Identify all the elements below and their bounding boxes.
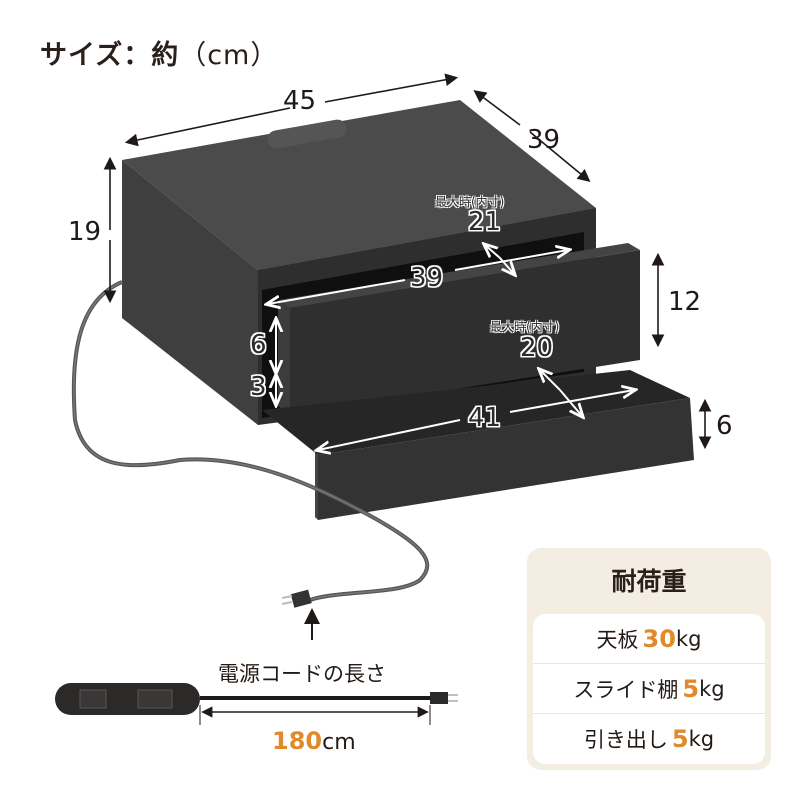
- dim-drawer-inner-height: 6: [250, 330, 267, 360]
- load-value: 5: [671, 725, 689, 753]
- page-title: サイズ：約（cm）: [40, 33, 278, 72]
- dim-drawer-front-height: 12: [668, 287, 702, 317]
- load-capacity-list: 天板 30 kg スライド棚 5 kg 引き出し 5 kg: [533, 614, 765, 764]
- load-unit: kg: [688, 727, 715, 751]
- dim-lower-inner-width: 41: [468, 403, 502, 433]
- load-capacity-card: 耐荷重 天板 30 kg スライド棚 5 kg 引き出し 5 kg: [527, 548, 771, 770]
- load-value: 5: [682, 674, 700, 703]
- load-value: 30: [642, 624, 676, 653]
- dim-lower-inner-depth: 20: [520, 333, 554, 363]
- dim-upper-inner-depth: 21: [468, 207, 502, 237]
- dim-upper-inner-width: 39: [410, 263, 444, 293]
- power-cord-length-unit: cm: [322, 730, 356, 755]
- dim-upper-note: 最大時(内寸): [435, 195, 505, 209]
- dim-width: 45: [283, 86, 317, 116]
- dim-shelf-gap-height: 3: [250, 372, 267, 402]
- load-row-drawer: 引き出し 5 kg: [533, 714, 765, 764]
- title-unit: （cm）: [179, 40, 279, 71]
- load-row-top: 天板 30 kg: [533, 614, 765, 664]
- dim-height: 19: [68, 217, 102, 247]
- load-capacity-title: 耐荷重: [611, 567, 687, 596]
- load-label: 引き出し: [583, 728, 668, 752]
- load-label: スライド棚: [573, 677, 679, 702]
- load-unit: kg: [699, 676, 725, 701]
- load-label: 天板: [596, 627, 639, 652]
- power-cord-label: 電源コードの長さ: [218, 662, 386, 686]
- load-row-slide-shelf: スライド棚 5 kg: [533, 664, 765, 714]
- dim-shelf-front-height: 6: [716, 411, 733, 441]
- dim-depth: 39: [527, 125, 561, 155]
- power-cord-length-value: 180: [272, 727, 323, 755]
- dim-lower-note: 最大時(内寸): [490, 320, 560, 334]
- power-cord-length: 180cm: [272, 727, 356, 755]
- load-unit: kg: [675, 626, 702, 651]
- title-text: サイズ：約: [40, 40, 180, 71]
